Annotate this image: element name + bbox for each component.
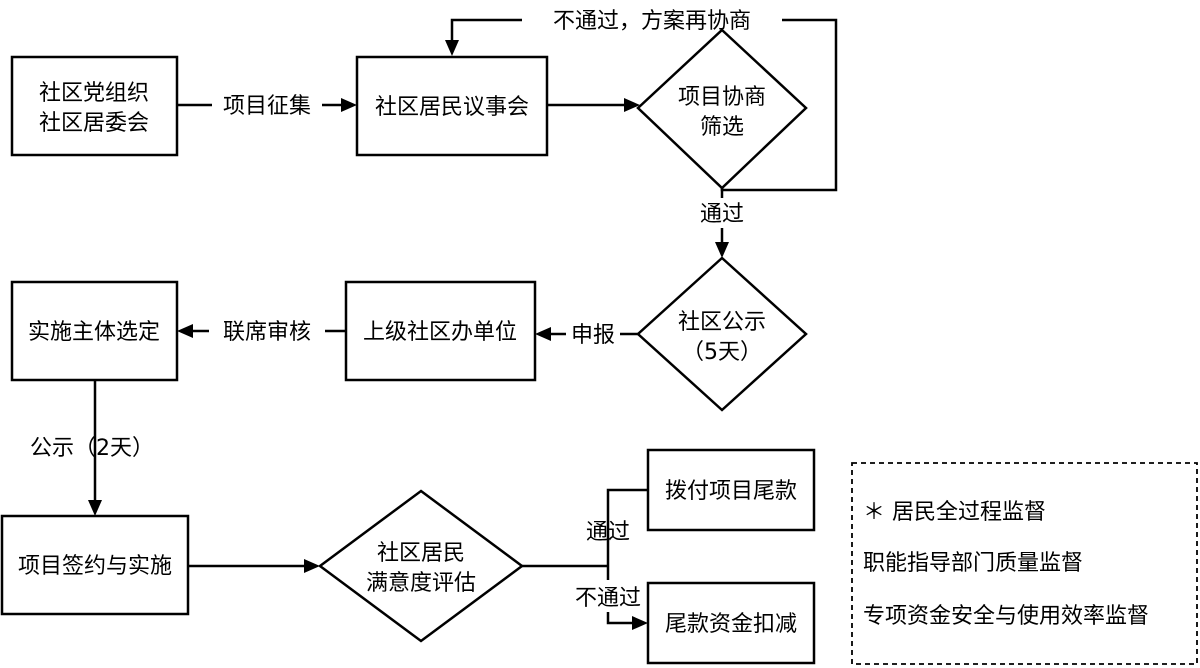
party-committee-line1: 社区党组织 — [39, 81, 149, 106]
pay-final-label: 拨付项目尾款 — [665, 479, 797, 504]
edge-pass2-line — [606, 488, 648, 545]
superior-label: 上级社区办单位 — [363, 320, 517, 345]
edge-review-arrow — [177, 324, 193, 338]
pay-final-box — [646, 448, 816, 532]
party-committee-line2: 社区居委会 — [39, 111, 149, 136]
contract-label: 项目签约与实施 — [18, 554, 172, 579]
deduct-label: 尾款资金扣减 — [665, 612, 797, 637]
edge-fail2-line-b — [606, 612, 634, 625]
edge-report-label: 申报 — [571, 323, 615, 348]
edge-fail-label: 不通过，方案再协商 — [553, 9, 751, 34]
negotiate-line1: 项目协商 — [678, 85, 766, 110]
council-label: 社区居民议事会 — [375, 95, 529, 120]
edge-publicity2-arrow — [88, 500, 102, 516]
publicity-diamond — [636, 256, 808, 412]
edge-fail2-label: 不通过 — [575, 586, 641, 611]
supervision-item-2: 职能指导部门质量监督 — [863, 551, 1083, 576]
edge-report-arrow — [535, 327, 551, 341]
edge-review-label: 联席审核 — [223, 320, 311, 345]
supervision-item-1: ＊ 居民全过程监督 — [863, 500, 1046, 525]
edge-fail-loop-left — [450, 18, 522, 42]
edge-fail2-arrow — [632, 616, 648, 630]
supervision-item-3: 专项资金安全与使用效率监督 — [863, 604, 1149, 629]
edge-collect-label: 项目征集 — [223, 94, 311, 119]
negotiate-line2: 筛选 — [700, 115, 744, 140]
edge-fail-loop-arrow — [445, 40, 459, 56]
edge-pass1-label: 通过 — [700, 202, 744, 227]
edge-council-negotiate-arrow — [624, 98, 640, 112]
supervision-box — [851, 462, 1198, 665]
publicity-line1: 社区公示 — [678, 310, 766, 335]
evaluation-line1: 社区居民 — [377, 541, 465, 566]
publicity-line2: （5天） — [682, 340, 762, 365]
edge-pass1-arrow — [715, 242, 729, 258]
edge-publicity2-label: 公示（2天） — [30, 436, 154, 461]
evaluation-line2: 满意度评估 — [366, 571, 476, 596]
edge-pass2-label: 通过 — [586, 520, 630, 545]
superior-box — [344, 280, 537, 382]
edge-contract-eval-arrow — [304, 559, 320, 573]
deduct-box — [646, 581, 816, 665]
council-box — [355, 55, 549, 157]
evaluation-diamond — [317, 489, 525, 643]
select-subject-label: 实施主体选定 — [28, 320, 160, 345]
edge-collect-arrow — [341, 98, 357, 112]
party-committee-box — [10, 55, 179, 157]
